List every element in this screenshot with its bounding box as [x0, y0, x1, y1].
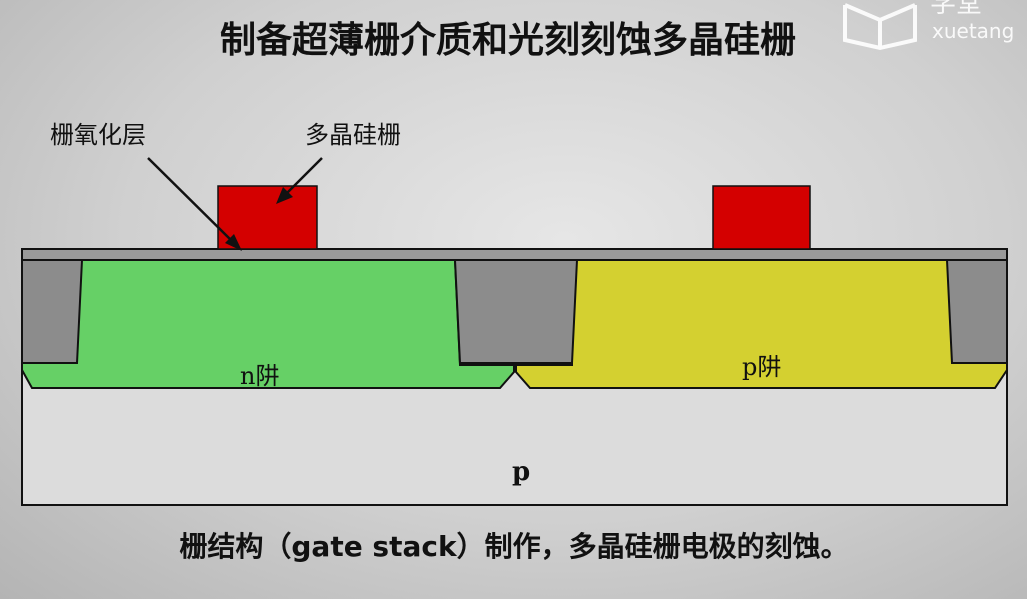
logo-en: xuetang — [932, 19, 1014, 43]
caption: 栅结构（gate stack）制作，多晶硅栅电极的刻蚀。 — [179, 530, 848, 563]
page-title: 制备超薄栅介质和光刻刻蚀多晶硅栅 — [220, 20, 796, 61]
arrowhead-poly-gate — [276, 187, 293, 204]
sti-right — [945, 259, 1008, 364]
book-logo-icon — [843, 3, 917, 51]
sti-left — [21, 259, 84, 364]
label-gate-oxide: 栅氧化层 — [50, 121, 146, 149]
arrowhead-gate-oxide — [225, 234, 242, 251]
logo-cn: 学堂 — [930, 0, 982, 19]
arrow-poly-gate — [281, 157, 323, 199]
arrow-gate-oxide — [147, 157, 237, 246]
poly-gate-left — [217, 185, 318, 250]
label-substrate: p — [512, 457, 530, 487]
label-poly-gate: 多晶硅栅 — [305, 121, 401, 149]
poly-gate-right — [712, 185, 811, 250]
gate-oxide-layer — [21, 248, 1008, 261]
sti-middle — [453, 259, 579, 364]
label-p-well: p阱 — [742, 353, 781, 381]
label-n-well: n阱 — [240, 362, 279, 390]
logo: 学堂 xuetang — [843, 0, 1014, 51]
